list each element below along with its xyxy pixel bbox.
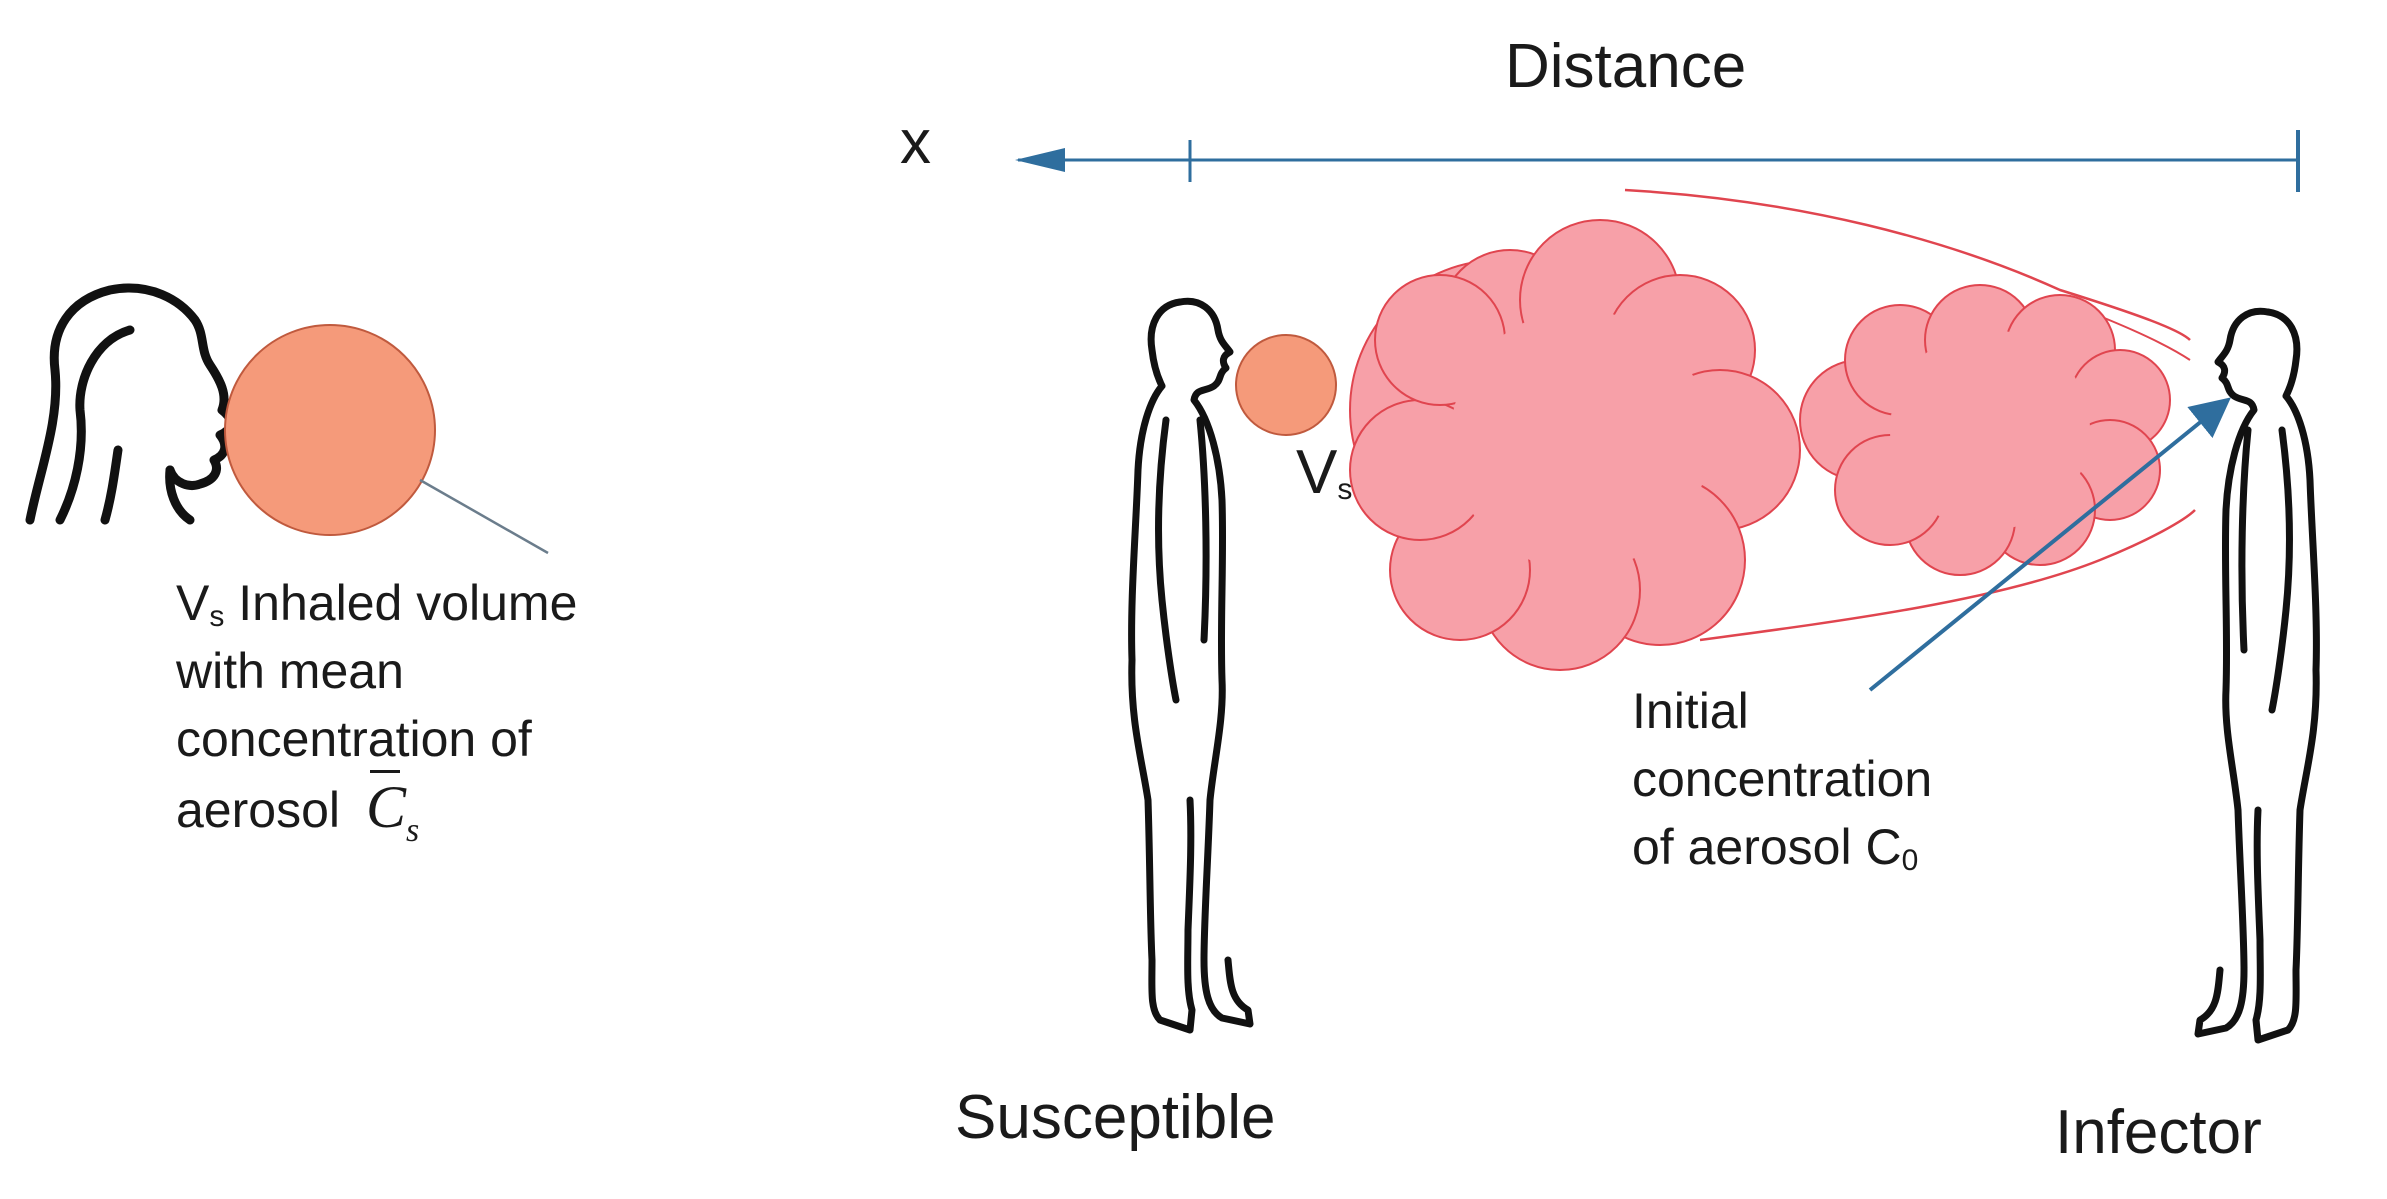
vs-symbol: V	[1296, 438, 1338, 507]
infector-label: Infector	[2055, 1098, 2262, 1167]
small-inhaled-sphere	[1235, 334, 1337, 436]
initial-line-3: of aerosol C0	[1632, 816, 1918, 886]
infector-figure	[2194, 307, 2320, 1044]
initial-line-2: concentration	[1632, 751, 1933, 807]
distance-label: Distance	[1505, 32, 1747, 101]
axis-x-label: x	[900, 108, 931, 177]
inhaled-vs-symbol: V	[176, 575, 210, 631]
distance-axis	[1015, 130, 2300, 192]
inhaled-line-2: with mean	[176, 643, 404, 699]
plume-upper-wisp	[1624, 188, 2191, 341]
cs-symbol: C	[366, 774, 407, 840]
large-aerosol-cloud	[1349, 219, 1801, 671]
vs-subscript: s	[1337, 473, 1353, 506]
cs-subscript: s	[406, 812, 420, 849]
inhaled-line-1-text: Inhaled volume	[238, 575, 578, 631]
vs-label: Vs	[1296, 438, 1352, 519]
c0-subscript: 0	[1901, 844, 1919, 877]
initial-line-1: Initial	[1632, 683, 1749, 739]
inhaled-vs-subscript: s	[209, 600, 225, 633]
initial-line-3-text: of aerosol C	[1632, 819, 1902, 875]
susceptible-figure	[1128, 297, 1254, 1034]
inhaled-line-4: aerosol Cs	[176, 770, 420, 849]
mean-concentration-symbol: Cs	[366, 770, 420, 849]
plume-lower-wisp	[1699, 509, 2196, 642]
aerosol-plume	[1349, 188, 2196, 671]
inhaled-volume-sphere	[224, 324, 436, 536]
small-aerosol-cloud	[1799, 284, 2171, 576]
inhaled-line-4-text: aerosol	[176, 782, 340, 838]
closeup-head-profile	[25, 283, 235, 525]
axis-arrowhead-icon	[1015, 148, 1065, 172]
inhaled-line-1: Vs Inhaled volume	[176, 572, 577, 642]
susceptible-label: Susceptible	[955, 1083, 1276, 1152]
inhaled-leader-line	[419, 478, 549, 555]
inhaled-line-3: concentration of	[176, 711, 532, 767]
emission-arrow	[1868, 397, 2231, 692]
